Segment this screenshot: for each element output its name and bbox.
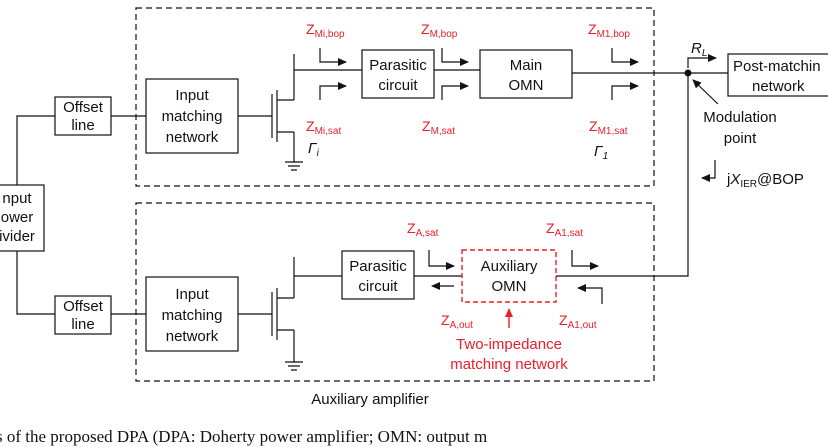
divider-branch-wires	[16, 115, 55, 315]
post-matching-line-2: network	[752, 78, 805, 95]
figure-caption: s of the proposed DPA (DPA: Doherty powe…	[0, 427, 487, 446]
aux-omn-line-2: OMN	[492, 278, 527, 295]
offset-line-top-block	[54, 96, 112, 136]
parasitic-bottom-line-1: Parasitic	[349, 258, 407, 275]
parasitic-top-line-1: Parasitic	[369, 57, 427, 74]
offset-line-top-label-2: line	[71, 117, 94, 134]
bottom-impedance-arrows	[428, 250, 603, 304]
main-amplifier-boundary	[135, 7, 655, 187]
za-sat-label: ZA,sat	[407, 220, 439, 239]
jx-ier-label: jXIER@BOP	[726, 171, 804, 190]
offset-line-top-label-1: Offset	[63, 99, 104, 116]
zm-sat-label: ZM,sat	[422, 118, 455, 137]
modulation-point-line-2: point	[724, 130, 757, 147]
parasitic-circuit-bottom-block	[341, 250, 415, 300]
main-omn-line-2: OMN	[509, 77, 544, 94]
imn-bottom-line-3: network	[166, 328, 219, 345]
main-omn-block	[479, 49, 573, 99]
za1-sat-label: ZA1,sat	[546, 220, 583, 239]
imn-top-line-3: network	[166, 129, 219, 146]
input-divider-line-2: ower	[1, 209, 34, 226]
modulation-point-line-1: Modulation	[703, 109, 776, 126]
wire-node-to-aux	[610, 73, 689, 277]
top-impedance-arrows	[319, 48, 639, 100]
parasitic-bottom-line-2: circuit	[358, 278, 398, 295]
transistor-bottom-symbol	[238, 257, 303, 371]
za-out-label: ZA,out	[441, 312, 473, 331]
offset-line-bottom-block	[54, 295, 112, 335]
zmi-sat-label: ZMi,sat	[306, 118, 341, 137]
parasitic-top-line-2: circuit	[378, 77, 418, 94]
input-divider-line-1: nput	[2, 190, 32, 207]
post-matching-line-1: Post-matchin	[733, 58, 821, 75]
zmi-bop-label: ZMi,bop	[306, 21, 345, 40]
modulation-point-arrow	[692, 79, 719, 105]
main-omn-line-1: Main	[510, 57, 543, 74]
post-matching-network-block	[727, 53, 828, 97]
transistor-top-symbol	[238, 54, 303, 171]
zm1-sat-label: ZM1,sat	[589, 118, 628, 137]
imn-top-line-2: matching	[162, 108, 223, 125]
za1-out-label: ZA1,out	[559, 312, 597, 331]
input-matching-bottom-block	[145, 276, 239, 352]
gamma-1-label: Γ1	[594, 143, 608, 162]
auxiliary-omn-block	[461, 249, 557, 303]
input-matching-top-block	[145, 78, 239, 154]
rl-arrow	[687, 54, 717, 68]
input-divider-line-3: ivider	[0, 228, 35, 245]
gamma-i-label: Γi	[308, 140, 320, 159]
offset-line-bottom-label-2: line	[71, 316, 94, 333]
imn-bottom-line-1: Input	[175, 286, 209, 303]
zm-bop-label: ZM,bop	[421, 21, 458, 40]
auxiliary-amplifier-label: Auxiliary amplifier	[311, 391, 429, 408]
auxiliary-amplifier-boundary	[135, 202, 655, 382]
zm1-bop-label: ZM1,bop	[588, 21, 630, 40]
parasitic-circuit-top-block	[361, 49, 435, 99]
two-impedance-line-1: Two-impedance	[456, 336, 562, 353]
imn-top-line-1: Input	[175, 87, 209, 104]
aux-omn-line-1: Auxiliary	[481, 258, 538, 275]
offset-line-bottom-label-1: Offset	[63, 298, 104, 315]
imn-bottom-line-2: matching	[162, 307, 223, 324]
two-impedance-line-2: matching network	[450, 356, 568, 373]
rl-label: RL	[691, 40, 707, 59]
jx-ier-arrow	[701, 160, 716, 182]
